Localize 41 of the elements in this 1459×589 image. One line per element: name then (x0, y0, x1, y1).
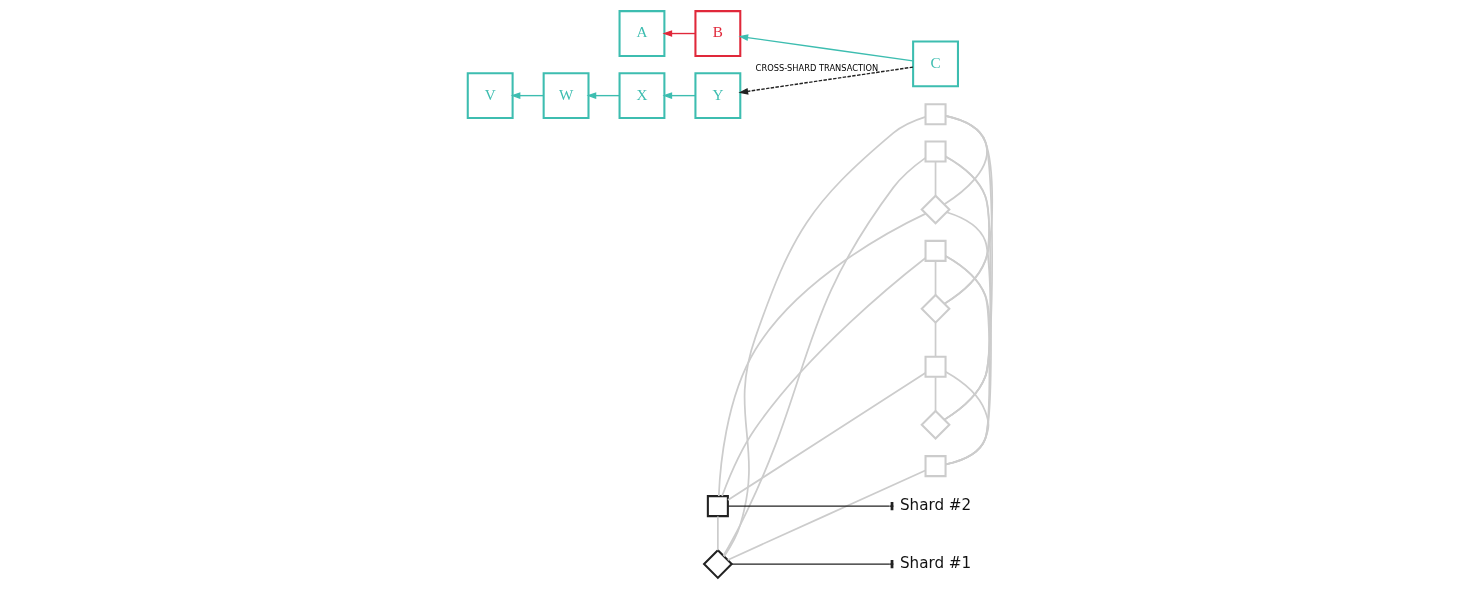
arrow (662, 92, 696, 99)
node-diamond (702, 548, 733, 580)
node-box: V (466, 72, 514, 120)
node-box: X (618, 72, 665, 120)
node-text: Shard #2 (899, 496, 971, 514)
connector (934, 161, 936, 197)
node-box: B (693, 10, 741, 57)
connector (720, 257, 926, 497)
connector (944, 255, 990, 466)
connector (726, 372, 926, 501)
edge-label: CROSS-SHARD TRANSACTION (755, 62, 878, 73)
node-box (924, 455, 947, 478)
node-diamond (919, 409, 951, 440)
connector (944, 371, 989, 466)
connector (726, 469, 926, 561)
connector (934, 376, 936, 412)
connector (716, 515, 719, 552)
arrow (662, 30, 696, 37)
node-box: Y (693, 72, 741, 120)
node-diamond (919, 194, 951, 225)
connector (943, 115, 993, 421)
node-box: C (911, 40, 959, 88)
connector (934, 260, 936, 296)
node-box (924, 103, 947, 126)
node-text: Shard #1 (899, 553, 971, 572)
connector (943, 155, 991, 421)
connector (934, 321, 936, 358)
node-box (924, 239, 947, 262)
node-box (924, 355, 947, 378)
node-diamond (919, 293, 951, 325)
arrow (737, 66, 914, 95)
connector (717, 212, 927, 497)
node-box (924, 140, 947, 163)
arrow (737, 34, 914, 62)
node-box: A (618, 10, 665, 57)
node-box (706, 495, 729, 518)
arrow (586, 92, 620, 99)
node-box: W (542, 72, 590, 120)
connector (944, 211, 992, 466)
arrow (510, 92, 544, 99)
connector (943, 255, 991, 421)
